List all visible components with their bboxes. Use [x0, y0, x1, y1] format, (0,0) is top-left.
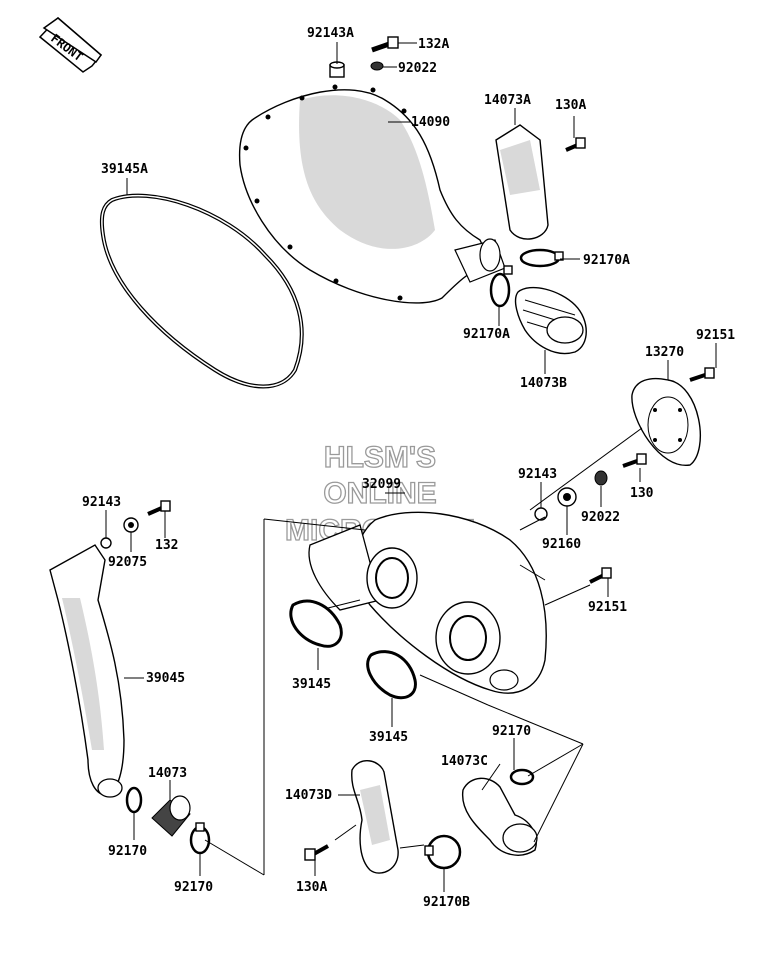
bolt-92151-top [689, 367, 715, 382]
label-132A: 132A [418, 37, 449, 52]
duct-14073A [495, 124, 549, 240]
clamp-92170A-left [489, 265, 513, 308]
label-39145-b: 39145 [369, 730, 408, 745]
clamp-92170B [424, 834, 462, 870]
front-arrow-icon: FRONT [38, 16, 103, 73]
label-92022-mid: 92022 [581, 510, 620, 525]
label-14073A: 14073A [484, 93, 531, 108]
bolt-92151-mid [589, 567, 612, 584]
label-92170-l2: 92170 [174, 880, 213, 895]
duct-39045 [49, 544, 125, 798]
part-labels: 92143A 132A 92022 14090 14073A 130A 3914… [82, 26, 735, 910]
plate-13270 [631, 377, 701, 466]
collar-92143A [329, 61, 345, 78]
label-13270: 13270 [645, 345, 684, 360]
label-32099: 32099 [362, 477, 401, 492]
gasket-39145-a [289, 599, 343, 648]
gasket-39145-b [366, 650, 417, 700]
washer-92143-left [100, 537, 112, 549]
label-130: 130 [630, 486, 654, 501]
bolt-130A-bottom [304, 844, 329, 861]
bolt-132 [147, 500, 171, 516]
duct-14073D [351, 760, 399, 874]
label-14073: 14073 [148, 766, 187, 781]
label-92075: 92075 [108, 555, 147, 570]
label-130A-top: 130A [555, 98, 586, 113]
label-39145-a: 39145 [292, 677, 331, 692]
label-92170B: 92170B [423, 895, 470, 910]
label-132: 132 [155, 538, 178, 553]
label-92022-top: 92022 [398, 61, 437, 76]
watermark-line1: HLSM'S [324, 441, 436, 474]
duct-14073C [461, 777, 538, 856]
label-92151-top: 92151 [696, 328, 735, 343]
label-14073B: 14073B [520, 376, 567, 391]
label-92143A: 92143A [307, 26, 354, 41]
label-92143-left: 92143 [82, 495, 121, 510]
bolt-132A [371, 36, 399, 53]
boot-14073B [514, 286, 587, 355]
clamp-92170-l1 [125, 786, 143, 814]
label-92170-l1: 92170 [108, 844, 147, 859]
collar-92160 [557, 487, 577, 507]
connector-14073 [151, 795, 191, 837]
label-92170A-left: 92170A [463, 327, 510, 342]
label-39045: 39045 [146, 671, 185, 686]
watermark-line2: ONLINE [323, 477, 436, 510]
label-39145A: 39145A [101, 162, 148, 177]
leader-lines [105, 42, 717, 892]
washer-92022-top [370, 61, 384, 71]
label-92170-right: 92170 [492, 724, 531, 739]
clamp-92170-right [509, 768, 535, 786]
label-14090: 14090 [411, 115, 450, 130]
clamp-92170A-right [519, 248, 564, 268]
label-92143-mid: 92143 [518, 467, 557, 482]
label-92160: 92160 [542, 537, 581, 552]
bolt-130 [622, 453, 647, 468]
label-14073D: 14073D [285, 788, 332, 803]
clamp-92170-l2 [189, 822, 211, 855]
label-14073C: 14073C [441, 754, 488, 769]
gasket-39145A [99, 193, 304, 389]
washer-92143-mid [534, 507, 548, 521]
inner-cover-32099 [308, 511, 547, 694]
label-130A-bottom: 130A [296, 880, 327, 895]
collar-92075 [123, 517, 139, 533]
label-92170A-right: 92170A [583, 253, 630, 268]
washer-92022-mid [594, 470, 608, 486]
label-92151-mid: 92151 [588, 600, 627, 615]
bolt-130A-top [565, 137, 586, 152]
outer-cover-14090 [238, 84, 506, 304]
